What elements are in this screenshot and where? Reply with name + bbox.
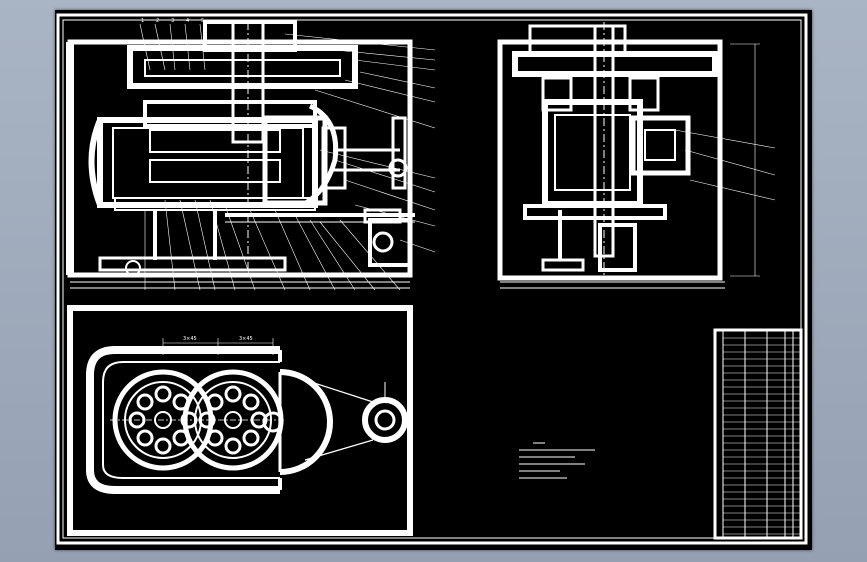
title-block-rows xyxy=(723,337,801,535)
top-view-dimensions: 3×45 3×45 xyxy=(183,336,253,342)
front-view-callouts: 1 2 3 4 5 xyxy=(141,18,204,24)
cad-drawing-canvas: 1 2 3 4 5 3×45 3×45 xyxy=(56,13,808,545)
dimension-label: 3×45 xyxy=(239,336,253,342)
callout-label: 2 xyxy=(156,18,159,24)
callout-label: 1 xyxy=(141,18,144,24)
callout-label: 3 xyxy=(171,18,174,24)
drawing-sheet: 1 2 3 4 5 3×45 3×45 xyxy=(55,10,812,550)
callout-label: 4 xyxy=(186,18,189,24)
inner-frame xyxy=(62,19,802,539)
outer-frame xyxy=(56,13,808,545)
title-block xyxy=(713,328,803,540)
technical-notes xyxy=(519,442,595,479)
front-view xyxy=(66,20,436,291)
dimension-label: 3×45 xyxy=(183,336,197,342)
callout-label: 5 xyxy=(201,18,204,24)
top-view xyxy=(67,305,413,536)
side-view xyxy=(497,22,776,289)
